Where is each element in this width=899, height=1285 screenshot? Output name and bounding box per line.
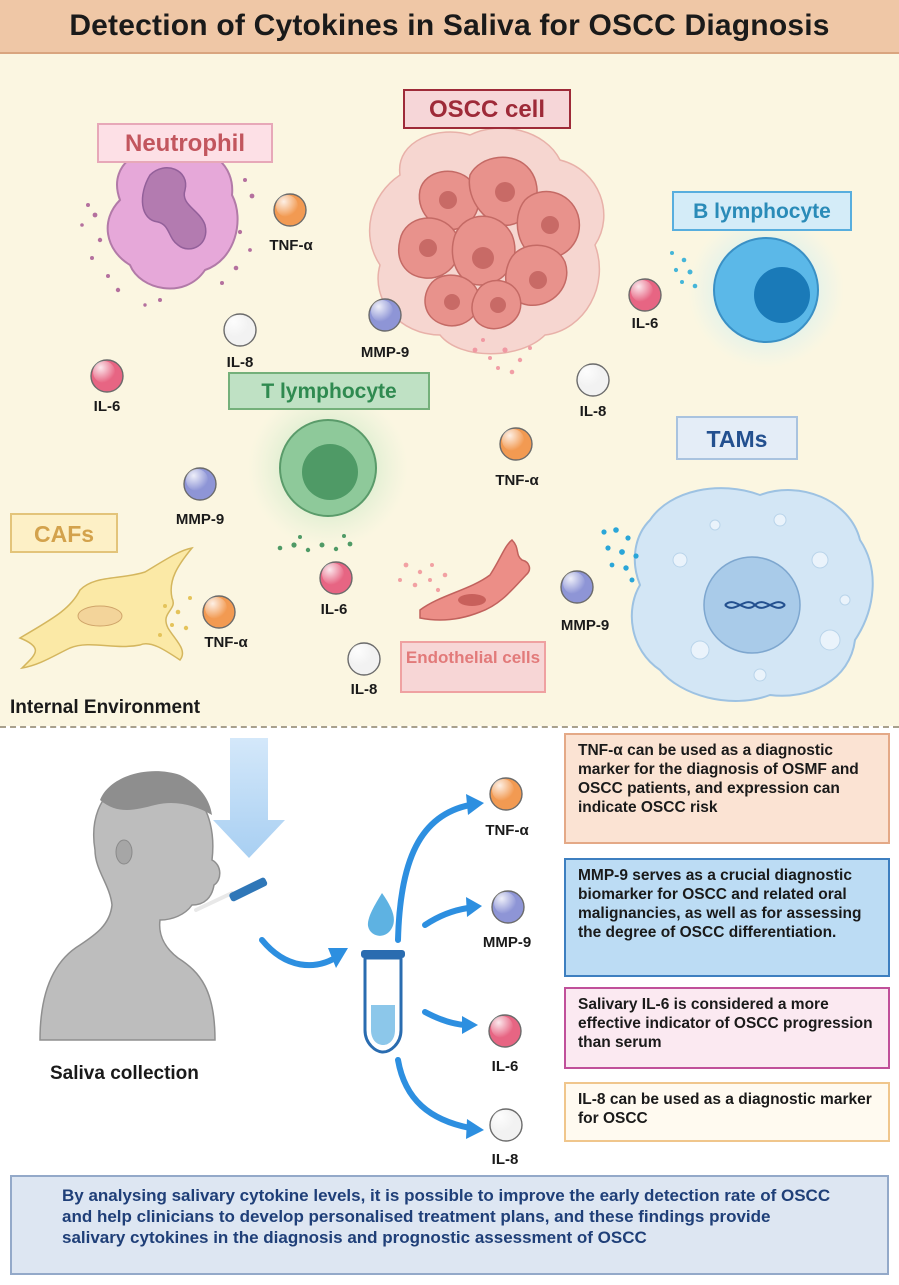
arrowhead — [328, 948, 348, 968]
neutrophil-illustration — [80, 146, 255, 307]
label-t-lymphocyte: T lymphocyte — [228, 372, 430, 410]
flow-arrow-il6 — [422, 1009, 468, 1028]
info-box-il6: Salivary IL-6 is considered a more effec… — [564, 987, 890, 1069]
label-oscc-cell: OSCC cell — [403, 89, 571, 129]
label-neutrophil: Neutrophil — [97, 123, 273, 163]
sphere-highlight — [205, 597, 227, 619]
output-label-mmp9: MMP-9 — [482, 934, 532, 951]
b-lymphocyte-illustration — [670, 212, 844, 368]
endothelial-label-text: Endothelial cells — [405, 648, 541, 667]
title-bar — [0, 0, 899, 54]
mol-label: IL-6 — [320, 601, 348, 618]
info-box-mmp9: MMP-9 serves as a crucial diagnostic bio… — [564, 858, 890, 977]
cytokine-spheres — [90, 193, 662, 676]
saliva-tube-illustration — [361, 893, 405, 1054]
flow-arrow-to-tube — [259, 937, 343, 969]
arrowhead — [462, 1016, 478, 1034]
sphere-highlight — [492, 1110, 514, 1132]
sphere-highlight — [631, 280, 653, 302]
output-label-tnf: TNF-α — [485, 822, 529, 839]
mol-label: MMP-9 — [175, 511, 225, 528]
summary-box: By analysing salivary cytokine levels, i… — [10, 1175, 889, 1275]
internal-environment-label: Internal Environment — [10, 697, 201, 718]
mol-label: IL-6 — [631, 315, 659, 332]
saliva-swab — [194, 877, 268, 912]
sphere-highlight — [492, 779, 514, 801]
mol-label: IL-8 — [226, 354, 254, 371]
label-endothelial-cells: Endothelial cells — [400, 641, 546, 693]
arrowhead — [466, 1119, 484, 1139]
t-lymphocyte-illustration — [248, 388, 408, 553]
saliva-collection-label: Saliva collection — [50, 1063, 199, 1084]
output-spheres — [488, 777, 525, 1142]
sphere-highlight — [491, 1016, 513, 1038]
label-tams: TAMs — [676, 416, 798, 460]
page-title: Detection of Cytokines in Saliva for OSC… — [69, 9, 830, 42]
cafs-illustration — [18, 546, 194, 670]
endothelial-cell-illustration — [398, 539, 531, 621]
output-label-il6: IL-6 — [491, 1058, 519, 1075]
mol-label: IL-8 — [350, 681, 378, 698]
mol-label: MMP-9 — [560, 617, 610, 634]
mol-label: MMP-9 — [360, 344, 410, 361]
flow-arrow-down — [213, 738, 285, 858]
sphere-highlight — [371, 300, 393, 322]
info-box-tnf: TNF-α can be used as a diagnostic marker… — [564, 733, 890, 844]
section-divider — [0, 726, 899, 728]
sphere-highlight — [494, 892, 516, 914]
sphere-highlight — [563, 572, 585, 594]
flow-arrow-mmp — [422, 905, 471, 928]
mol-label: TNF-α — [495, 472, 539, 489]
sphere-highlight — [186, 469, 208, 491]
arrowhead — [466, 897, 482, 917]
sphere-highlight — [350, 644, 372, 666]
flow-arrow-il8 — [395, 1057, 473, 1131]
person-illustration — [39, 771, 268, 1041]
mol-label: TNF-α — [204, 634, 248, 651]
mol-label: IL-8 — [579, 403, 607, 420]
oscc-cell-illustration — [368, 127, 605, 375]
sphere-highlight — [276, 195, 298, 217]
label-cafs: CAFs — [10, 513, 118, 553]
sphere-highlight — [93, 361, 115, 383]
output-label-il8: IL-8 — [491, 1151, 519, 1168]
mol-label: IL-6 — [93, 398, 121, 415]
sphere-highlight — [579, 365, 601, 387]
tams-illustration — [601, 487, 874, 702]
info-box-il8: IL-8 can be used as a diagnostic marker … — [564, 1082, 890, 1142]
flow-arrow-tnf — [395, 802, 473, 943]
sphere-highlight — [226, 315, 248, 337]
arrowhead — [466, 794, 484, 815]
label-b-lymphocyte: B lymphocyte — [672, 191, 852, 231]
mol-label: TNF-α — [269, 237, 313, 254]
sphere-highlight — [502, 429, 524, 451]
sphere-highlight — [322, 563, 344, 585]
